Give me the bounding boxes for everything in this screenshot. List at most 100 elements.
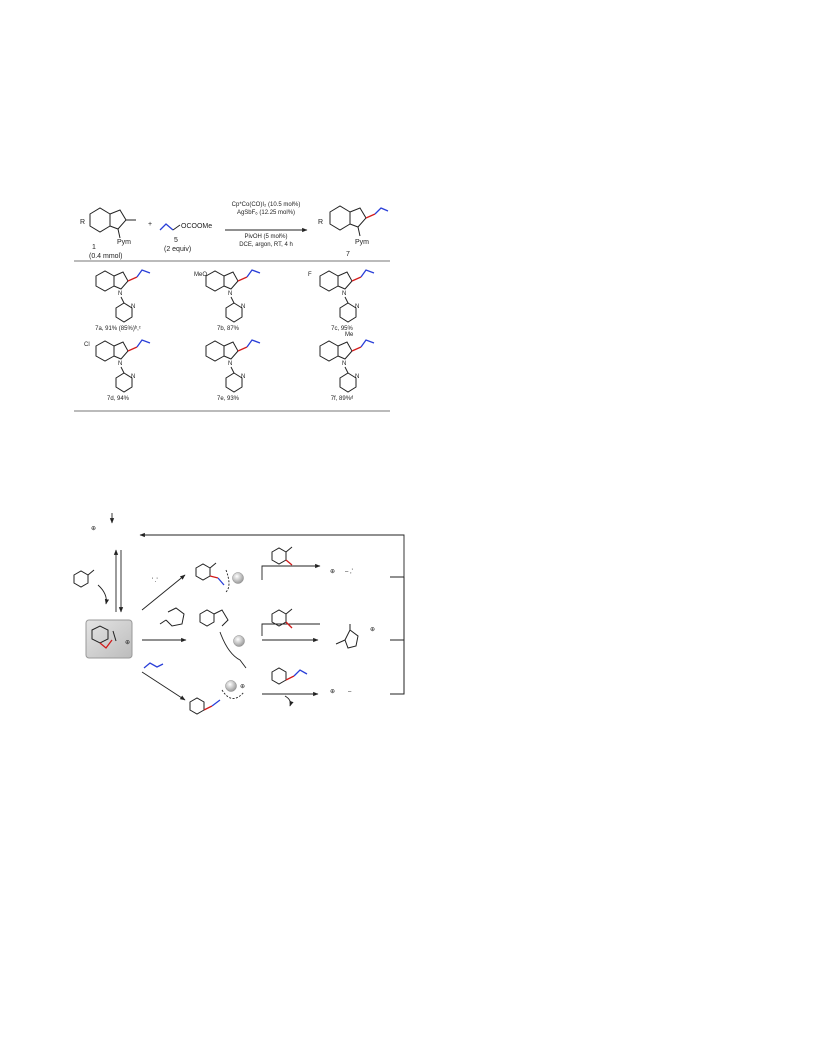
product-new-cc-bond xyxy=(237,276,248,282)
product-pyrrole-ring xyxy=(223,271,239,290)
product-pyrimidine-ring xyxy=(115,302,133,323)
product-7-pg: Pym xyxy=(355,239,369,246)
product-caption: 7e, 93% xyxy=(217,396,240,402)
pathway-2-byproduct-structure xyxy=(335,624,359,649)
pathway-3-allyl-reagent xyxy=(143,662,164,669)
pathway-2-charge: ⊕ xyxy=(370,627,375,633)
product-1: N N 7a, 91% (85%)ᵇ,ᶜ xyxy=(95,269,151,332)
product-benzene-ring xyxy=(95,270,115,292)
product-7-number: 7 xyxy=(346,251,350,258)
product-2: N N MeO 7b, 87% xyxy=(194,269,261,332)
pathway-3-intermediate xyxy=(189,689,245,715)
condition-1: Cp*Co(CO)I₂ (10.5 mol%) xyxy=(232,202,301,208)
cobaltacycle-charge: ⊕ xyxy=(125,640,130,646)
reactant-1-amount: (0.4 mmol) xyxy=(89,253,122,260)
product-new-cc-bond xyxy=(351,276,362,282)
product-n-pym-bond xyxy=(344,366,349,374)
product-caption: 7b, 87% xyxy=(217,326,240,332)
product-caption: 7c, 95% xyxy=(331,326,353,332)
plus-sign: + xyxy=(148,221,152,228)
pathway-3-cobalt-sphere xyxy=(225,680,237,692)
pathway-1-intermediate xyxy=(195,562,230,593)
product-n-label: N xyxy=(342,291,346,297)
product-pym-n-label: N xyxy=(131,374,135,380)
product-n-label: N xyxy=(228,291,232,297)
mechanism-scheme: ⊕ ⊕ ' .' xyxy=(73,513,405,715)
product-7-r-label: R xyxy=(318,219,323,226)
product-n-pym-bond xyxy=(230,296,235,304)
product-alkene xyxy=(136,269,151,278)
reactant-1-pg: Pym xyxy=(117,239,131,246)
reactant-1-number: 1 xyxy=(92,244,96,251)
pathway-3-byproduct: – xyxy=(348,689,352,695)
product-pym-n-label: N xyxy=(241,374,245,380)
product-pym-n-label: N xyxy=(355,374,359,380)
product-caption: 7a, 91% (85%)ᵇ,ᶜ xyxy=(95,325,141,332)
pathway-3-arrow xyxy=(141,671,186,701)
product-3: N N F 7c, 95% xyxy=(308,269,375,332)
condition-2: AgSbF₆ (12.25 mol%) xyxy=(237,210,295,216)
product-alkene xyxy=(136,339,151,348)
product-pyrimidine-ring xyxy=(339,302,357,323)
product-pyrimidine-ring xyxy=(115,372,133,393)
product-n-pym-bond xyxy=(344,296,349,304)
pathway-1-product-arrow xyxy=(261,563,321,580)
pathway-1-reagent-marks: ' .' xyxy=(152,578,158,584)
product-5: N N 7e, 93% xyxy=(205,339,261,402)
pathway-1-product-charge: ⊕ xyxy=(330,569,335,575)
substrate-structure xyxy=(73,569,95,588)
pathway-3-product-structure xyxy=(271,667,308,685)
condition-4: DCE, argon, RT, 4 h xyxy=(239,242,293,248)
pathway-1-arrow xyxy=(141,574,186,611)
pathway-3-release-arrow xyxy=(284,695,294,707)
product-pyrrole-ring xyxy=(223,341,239,360)
product-alkene xyxy=(246,339,261,348)
cobaltacycle-structure xyxy=(91,625,117,649)
pathway-1-cobalt-sphere xyxy=(232,572,244,584)
catalyst-charge: ⊕ xyxy=(91,526,96,532)
product-n-pym-bond xyxy=(230,366,235,374)
product-pyrrole-ring xyxy=(337,341,353,360)
product-alkene xyxy=(360,339,375,348)
product-n-label: N xyxy=(342,361,346,367)
product-n-label: N xyxy=(228,361,232,367)
reactant-2-number: 5 xyxy=(174,237,178,244)
reaction-scheme: R Pym 1 (0.4 mmol) + OCOOMe 5 (2 equiv) … xyxy=(74,202,390,262)
product-new-cc-bond xyxy=(351,346,362,352)
loop-join-3 xyxy=(390,577,405,695)
product-substituent: F xyxy=(308,272,312,278)
product-new-cc-bond xyxy=(237,346,248,352)
pathway-1-byproduct: – ,' xyxy=(345,569,353,575)
reactant-1-r-label: R xyxy=(80,219,85,226)
product-pyrrole-ring xyxy=(113,341,129,360)
product-pyrrole-ring xyxy=(113,271,129,290)
product-pym-n-label: N xyxy=(131,304,135,310)
product-n-label: N xyxy=(118,291,122,297)
product-pyrimidine-ring xyxy=(225,372,243,393)
catalyst-regeneration-loop xyxy=(139,532,405,578)
product-substituent: Cl xyxy=(84,342,90,348)
product-n-label: N xyxy=(118,361,122,367)
product-7-structure xyxy=(329,205,389,237)
product-alkene xyxy=(360,269,375,278)
product-pym-n-label: N xyxy=(241,304,245,310)
product-pyrimidine-ring xyxy=(225,302,243,323)
activation-curved-arrow xyxy=(97,584,110,605)
product-new-cc-bond xyxy=(127,276,138,282)
reactant-2-bond xyxy=(172,224,181,231)
pathway-2-reagent-structure xyxy=(159,607,185,627)
pathway-2-cobalt-sphere xyxy=(233,635,245,647)
product-substituent: Me xyxy=(345,332,354,338)
product-pym-n-label: N xyxy=(355,304,359,310)
cobaltacycle-box xyxy=(85,619,133,659)
reactant-2-group: OCOOMe xyxy=(181,223,212,230)
product-pyrimidine-ring xyxy=(339,372,357,393)
product-substituent: MeO xyxy=(194,272,207,278)
product-new-cc-bond xyxy=(127,346,138,352)
pathway-1-product-structure xyxy=(271,546,293,566)
pathway-3-intermediate-charge: ⊕ xyxy=(240,684,245,690)
